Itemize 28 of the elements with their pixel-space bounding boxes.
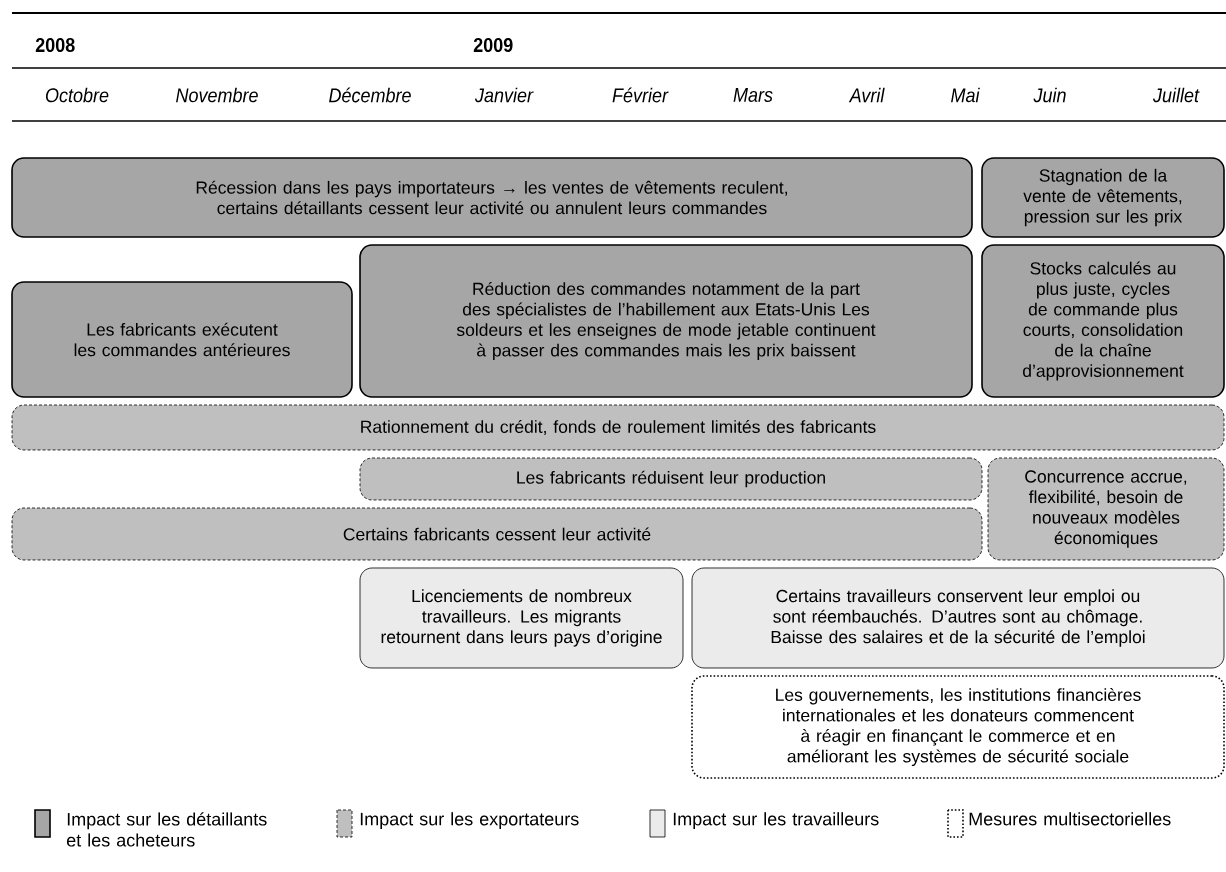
month-label: Octobre bbox=[45, 87, 109, 103]
month-label: Février bbox=[612, 87, 669, 103]
month-label: Juin bbox=[1033, 87, 1066, 103]
legend-text: Impact sur les détaillants et les acheteurs bbox=[67, 812, 267, 847]
event-box: Certains fabricants cessent leur activité bbox=[11, 507, 983, 561]
month-label: Mai bbox=[951, 87, 980, 103]
month-label: Novembre bbox=[176, 87, 258, 103]
event-box: Rationnement du crédit, fonds de roulement limités des fabricants bbox=[11, 404, 1225, 451]
month-label: Janvier bbox=[474, 87, 534, 103]
event-box: Stocks calculés au plus juste, cycles de commande plus courts, consolidation de la chaîne d’approvisionnement bbox=[981, 244, 1225, 398]
month-label: Décembre bbox=[329, 87, 411, 103]
year-label: 2009 bbox=[473, 37, 513, 53]
event-box: Les fabricants exécutent les commandes antérieures bbox=[11, 281, 353, 398]
year-label: 2008 bbox=[35, 37, 75, 53]
legend-text: Mesures multisectorielles bbox=[969, 812, 1171, 826]
event-box: Licenciements de nombreux travailleurs. Les migrants retournent dans leurs pays d’origine bbox=[359, 567, 684, 669]
event-box: Concurrence accrue, flexibilité, besoin de nouveaux modèles économiques bbox=[987, 457, 1225, 561]
event-box: Réduction des commandes notamment de la part des spécialistes de l’habillement aux Etats-Unis Les soldeurs et les enseignes de mode jetable continuent à passer des commandes mais les prix baissent bbox=[359, 244, 973, 398]
measure-box: Les gouvernements, les institutions financières internationales et les donateurs commencent à réagir en finançant le commerce et en améliorant les systèmes de sécurité sociale bbox=[691, 675, 1225, 779]
event-box: Certains travailleurs conservent leur emploi ou sont réembauchés. D’autres sont au chômage. Baisse des salaires et de la sécurité de l’emploi bbox=[691, 567, 1225, 669]
event-box: Stagnation de la vente de vêtements, pression sur les prix bbox=[981, 157, 1225, 238]
legend-text: Impact sur les travailleurs bbox=[673, 812, 879, 829]
legend-text: Impact sur les exportateurs bbox=[360, 812, 579, 829]
month-label: Juillet bbox=[1152, 87, 1200, 103]
month-label: Mars bbox=[733, 88, 773, 102]
month-label: Avril bbox=[848, 87, 885, 103]
event-box: Récession dans les pays importateurs → les ventes de vêtements reculent, certains détaillants cessent leur activité ou annulent leurs commandes bbox=[11, 157, 973, 238]
event-box: Les fabricants réduisent leur production bbox=[359, 457, 983, 501]
